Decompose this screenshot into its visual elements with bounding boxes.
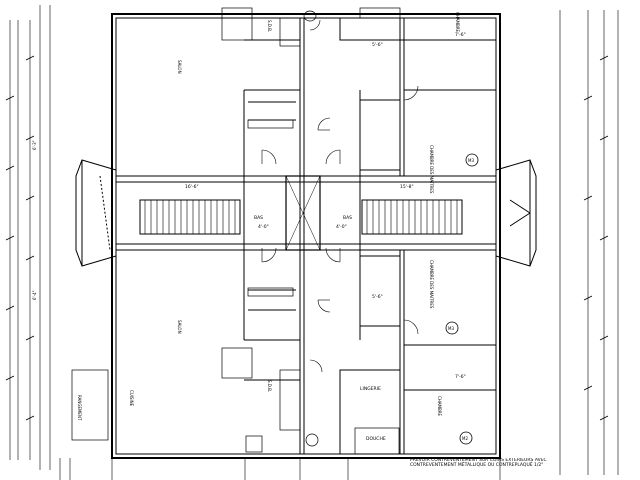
exterior-walls	[111, 13, 501, 459]
interior-walls	[115, 17, 497, 455]
dim-left-mid: 6'-3"	[32, 140, 37, 150]
dim-corridor-right: 15'-8"	[400, 184, 414, 190]
outer-dimension-lines	[9, 5, 619, 475]
bay-projections	[75, 159, 537, 267]
grid-lines-bottom	[59, 458, 501, 480]
label-salon-top: SALON	[177, 60, 182, 74]
tag-1: M3	[468, 158, 474, 163]
door-swings	[261, 19, 419, 373]
dimension-ticks	[5, 55, 609, 421]
label-salon-bottom: SALON	[177, 320, 182, 334]
dim-stair-mid-left: 4'-0"	[258, 224, 269, 230]
label-douche: DOUCHE	[366, 436, 386, 442]
bottom-note: PRÉVOIR CONTREVENTEMENT SUR COINS EXTÉRI…	[410, 458, 547, 468]
label-chambre-maitre-bottom: CHAMBRE DES MAITRES	[429, 260, 434, 309]
label-chambre-maitre-top: CHAMBRE DES MAITRES	[429, 145, 434, 194]
label-bas-right: BAS	[343, 215, 352, 221]
dim-right-bottom: 7'-6"	[455, 374, 466, 380]
tag-bubble-2	[445, 321, 459, 335]
label-bas-left: BAS	[254, 215, 263, 221]
tag-bubble-1	[465, 153, 479, 167]
tag-2: M3	[448, 326, 454, 331]
tag-3: M2	[462, 436, 468, 441]
stair-right	[361, 199, 463, 235]
label-lingerie: LINGERIE	[360, 386, 381, 392]
dim-kitchen-bottom: 5'-6"	[372, 294, 383, 300]
fixtures	[71, 7, 401, 455]
dimension-labels: 16'-6" 15'-8" 4'-0" 4'-0" 5'-6" 5'-6" 7'…	[32, 32, 466, 380]
label-chambre-upper-right: CHAMBRE	[455, 12, 460, 33]
dim-corridor-left: 16'-6"	[185, 184, 199, 190]
dim-right-top: 7'-6"	[455, 32, 466, 38]
note-text: PRÉVOIR CONTREVENTEMENT SUR COINS EXTÉRI…	[410, 458, 547, 468]
dim-kitchen-top: 5'-6"	[372, 42, 383, 48]
dim-left-low: 6'-4"	[32, 290, 37, 300]
stair-left	[139, 199, 241, 235]
tag-bubble-3	[459, 431, 473, 445]
central-core	[285, 175, 321, 251]
label-sdb-bottom: S.D.B.	[267, 380, 272, 392]
label-cuisine-bottom: CUISINE	[129, 390, 134, 407]
label-chambre-bottom: CHAMBRE	[437, 396, 442, 417]
label-sdb-top: S.D.B.	[267, 20, 272, 32]
label-rangement: RANGEMENT	[77, 395, 82, 421]
room-labels: CHAMBRE DES MAITRES CHAMBRE DES MAITRES …	[77, 12, 460, 442]
dim-stair-mid-right: 4'-0"	[336, 224, 347, 230]
section-tags: M3 M3 M2	[445, 153, 479, 445]
